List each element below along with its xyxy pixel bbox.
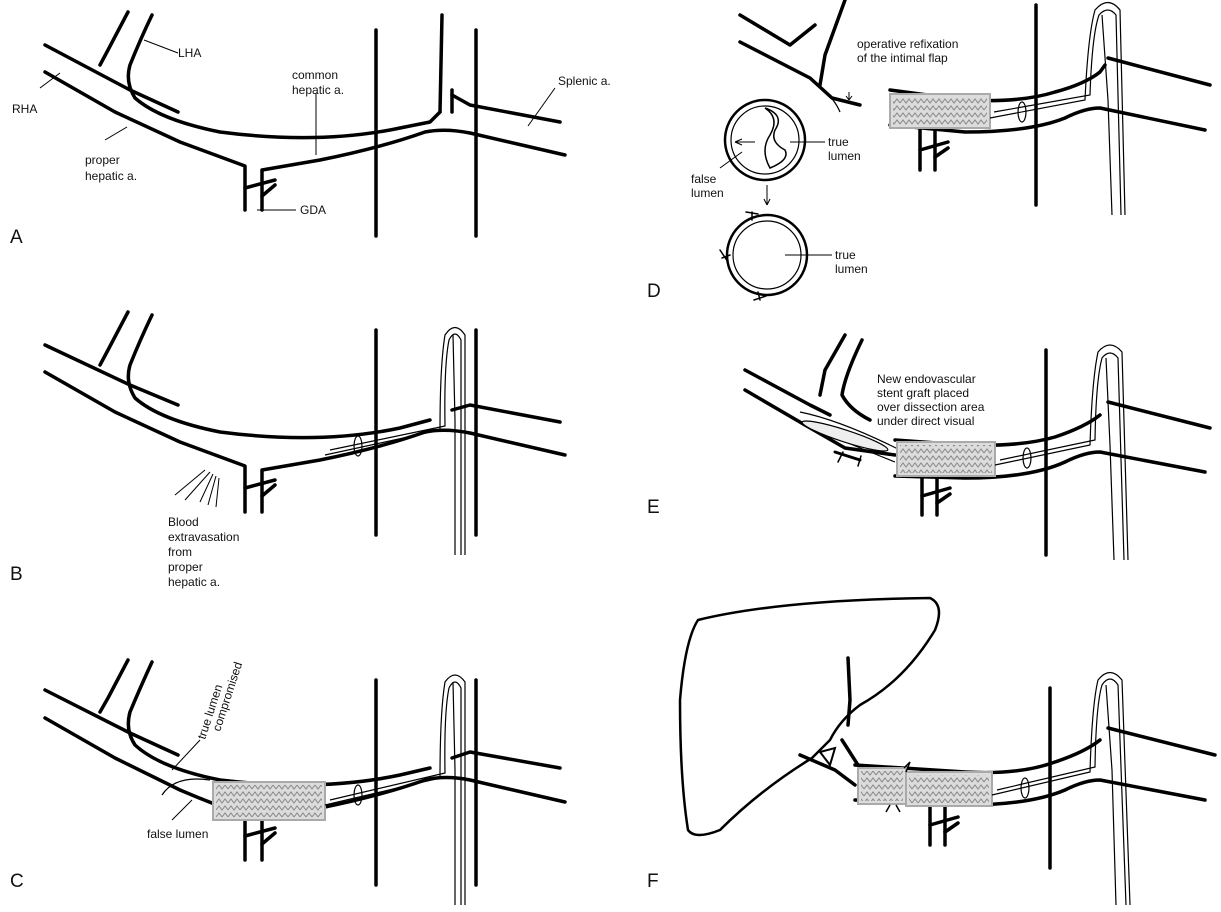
label-gda: GDA [300, 203, 326, 217]
artery-diagram-c [45, 660, 565, 905]
panel-f: F [647, 598, 1215, 905]
label-common-hepatic-2: hepatic a. [292, 83, 344, 97]
label-blood-2: extravasation [168, 530, 239, 544]
label-false-lumen-d-1: false [691, 172, 717, 186]
label-true-lumen-d1-1: true [828, 135, 849, 149]
label-blood-4: proper [168, 560, 203, 574]
label-refix-1: operative refixation [857, 37, 958, 51]
panel-letter-b: B [10, 564, 23, 585]
panel-letter-c: C [10, 871, 24, 892]
label-lha: LHA [178, 46, 201, 60]
panel-d: operative refixation of the intimal flap… [647, 0, 1210, 302]
panel-letter-d: D [647, 281, 661, 302]
label-true-lumen-d2-1: true [835, 248, 856, 262]
label-splenic: Splenic a. [558, 74, 611, 88]
label-stent-3: over dissection area [877, 400, 985, 414]
label-false-lumen-d-2: lumen [691, 186, 724, 200]
liver-and-artery-f [680, 598, 1215, 905]
label-blood-5: hepatic a. [168, 575, 220, 589]
label-true-lumen-d2-2: lumen [835, 262, 868, 276]
panel-letter-f: F [647, 871, 659, 892]
panel-a: LHA RHA common hepatic a. Splenic a. pro… [10, 12, 611, 248]
panel-letter-e: E [647, 497, 660, 518]
panel-c: true lumen compromised false lumen C [10, 660, 565, 905]
label-common-hepatic-1: common [292, 68, 338, 82]
blood-extravasation-marks [175, 470, 219, 507]
label-stent-4: under direct visual [877, 414, 974, 428]
panel-b: Blood extravasation from proper hepatic … [10, 312, 565, 589]
label-proper-hepatic-2: hepatic a. [85, 169, 137, 183]
panel-letter-a: A [10, 227, 23, 248]
label-false-lumen-c: false lumen [147, 827, 208, 841]
label-stent-2: stent graft placed [877, 386, 969, 400]
label-refix-2: of the intimal flap [857, 51, 948, 65]
panel-e: New endovascular stent graft placed over… [647, 335, 1210, 560]
label-blood-3: from [168, 545, 192, 559]
artery-diagram-b [45, 312, 565, 555]
label-blood-1: Blood [168, 515, 199, 529]
label-rha: RHA [12, 102, 37, 116]
label-true-lumen-d1-2: lumen [828, 149, 861, 163]
artery-diagram-e [745, 335, 1210, 560]
label-proper-hepatic-1: proper [85, 153, 120, 167]
artery-diagram-d [720, 0, 1210, 300]
label-stent-1: New endovascular [877, 372, 976, 386]
